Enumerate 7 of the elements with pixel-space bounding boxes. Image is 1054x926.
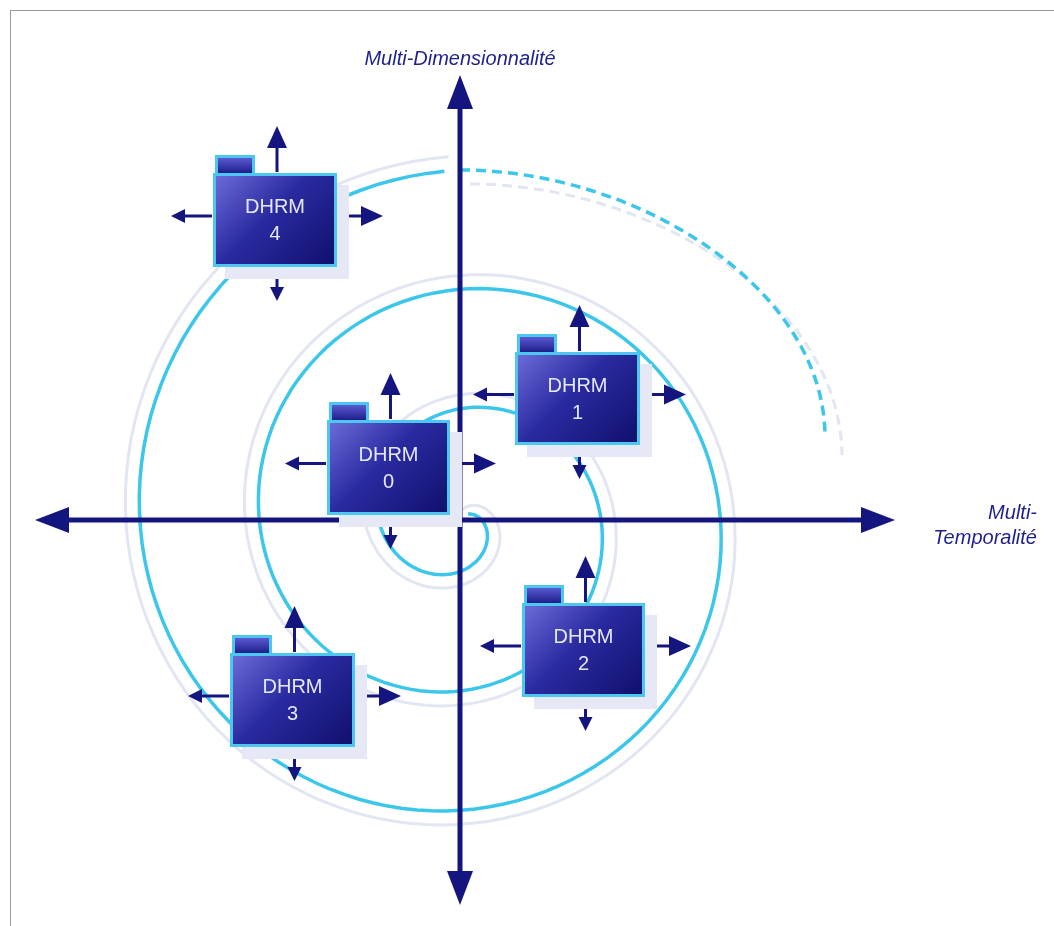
node-label: DHRM 3 — [261, 674, 324, 726]
axis-label: Multi- Temporalité — [932, 500, 1037, 550]
node-label: DHRM 2 — [552, 624, 615, 676]
axis-label: Multi-Dimensionnalité — [363, 46, 557, 71]
node-label: DHRM 1 — [546, 372, 609, 425]
node-label: DHRM 0 — [357, 441, 420, 494]
node-label: DHRM 4 — [244, 194, 306, 246]
